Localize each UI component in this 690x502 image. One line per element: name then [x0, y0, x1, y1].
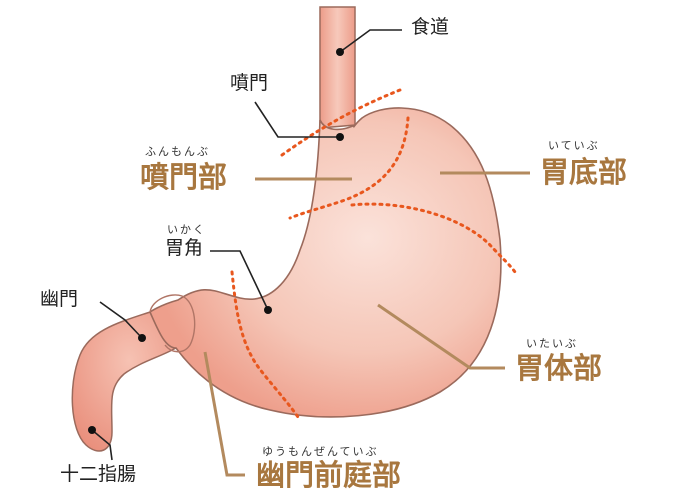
- pylorus-bulge: [149, 294, 196, 353]
- dot-pylorus: [138, 334, 146, 342]
- dot-esophagus: [336, 48, 344, 56]
- dot-duodenum: [88, 426, 96, 434]
- label-angle: 胃角: [165, 237, 204, 259]
- leader-duodenum: [91, 429, 113, 461]
- boundary-fundus-body: [350, 202, 517, 274]
- esophagus-shape: [319, 6, 356, 129]
- label-body: 胃体部: [515, 351, 603, 385]
- marker-dots: [88, 48, 344, 434]
- boundary-cardia-fundus: [288, 116, 410, 220]
- leader-pylorus: [99, 301, 143, 339]
- region-boundaries: [230, 88, 517, 422]
- label-cardiac-region: 噴門部: [140, 160, 228, 194]
- label-pylorus: 幽門: [40, 288, 79, 310]
- dot-angle: [264, 306, 272, 314]
- label-esophagus: 食道: [411, 16, 450, 38]
- label-antrum: 幽門前庭部: [256, 458, 402, 492]
- dot-cardia: [336, 133, 344, 141]
- leader-lines-small: [91, 29, 402, 461]
- leader-esophagus: [339, 29, 402, 53]
- ruby-angle: いかく: [167, 223, 206, 236]
- boundary-cardia-top: [280, 88, 402, 157]
- label-cardia: 噴門: [230, 72, 269, 94]
- duodenum-shape: [71, 311, 178, 452]
- leader-lines-main: [203, 171, 530, 477]
- ruby-fundus: いていぶ: [548, 139, 600, 152]
- label-duodenum: 十二指腸: [60, 463, 137, 485]
- ruby-body: いたいぶ: [526, 337, 578, 350]
- leader-angle: [210, 250, 269, 311]
- boundary-body-antrum: [230, 270, 302, 422]
- ruby-antrum: ゆうもんぜんていぶ: [262, 445, 379, 458]
- leader-antrum: [203, 351, 245, 477]
- leader-body: [377, 303, 505, 370]
- ruby-cardiac-region: ふんもんぶ: [145, 145, 210, 158]
- label-fundus: 胃底部: [540, 155, 628, 189]
- leader-cardia: [254, 101, 340, 138]
- stomach-shape: [149, 107, 502, 418]
